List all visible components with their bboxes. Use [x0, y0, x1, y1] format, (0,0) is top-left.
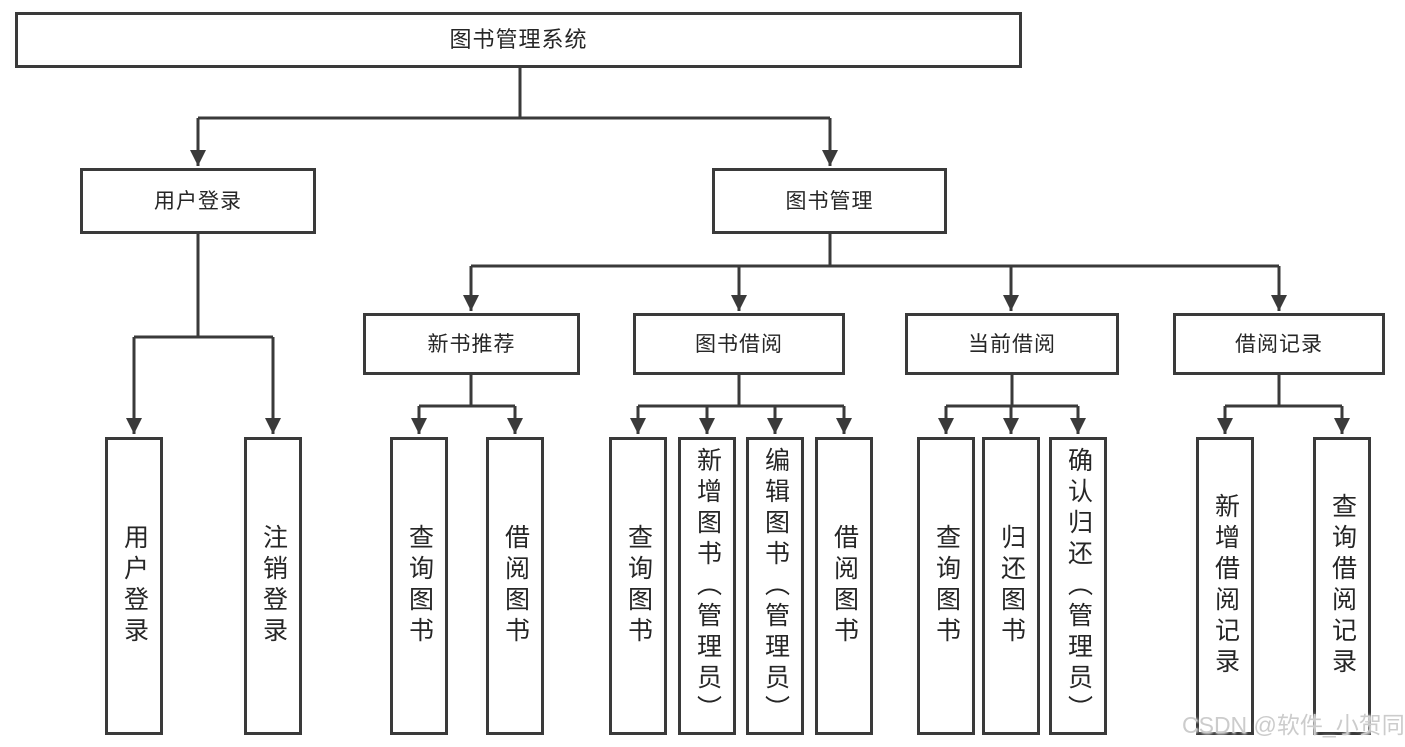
node-leaf-cb-confirm-return-label: 确认归还（管理员） [1064, 446, 1093, 726]
node-new-book-recommend: 新书推荐 [363, 313, 580, 375]
node-leaf-cb-query-books: 查询图书 [917, 437, 975, 735]
node-new-book-recommend-label: 新书推荐 [427, 332, 516, 356]
node-leaf-bb-borrow-books: 借阅图书 [815, 437, 873, 735]
connector-user-login-stem [134, 234, 273, 339]
connector-new-book-recommend-stem [419, 375, 515, 408]
node-leaf-nbr-borrow-books-label: 借阅图书 [501, 524, 530, 648]
node-borrow-records: 借阅记录 [1173, 313, 1385, 375]
connector-current-borrow-stem [946, 375, 1078, 408]
node-book-borrow: 图书借阅 [633, 313, 845, 375]
node-leaf-bb-edit-books-label: 编辑图书（管理员） [761, 446, 790, 726]
node-leaf-nbr-query-books: 查询图书 [390, 437, 448, 735]
node-leaf-nbr-borrow-books: 借阅图书 [486, 437, 544, 735]
node-leaf-br-add-record: 新增借阅记录 [1196, 437, 1254, 735]
node-leaf-cb-confirm-return: 确认归还（管理员） [1049, 437, 1107, 735]
node-leaf-logout-label: 注销登录 [259, 524, 288, 648]
node-root-label: 图书管理系统 [449, 27, 588, 52]
node-book-borrow-label: 图书借阅 [695, 332, 783, 356]
node-leaf-br-query-record-label: 查询借阅记录 [1328, 493, 1357, 679]
node-leaf-bb-add-books-label: 新增图书（管理员） [693, 446, 722, 726]
node-book-management-label: 图书管理 [785, 189, 874, 213]
node-leaf-nbr-query-books-label: 查询图书 [405, 524, 434, 648]
node-leaf-cb-return-books-label: 归还图书 [997, 524, 1026, 648]
node-leaf-bb-query-books-label: 查询图书 [624, 524, 653, 648]
node-leaf-cb-return-books: 归还图书 [982, 437, 1040, 735]
node-leaf-br-query-record: 查询借阅记录 [1313, 437, 1371, 735]
node-leaf-user-login-label: 用户登录 [120, 524, 149, 648]
node-current-borrow-label: 当前借阅 [968, 332, 1056, 356]
node-leaf-bb-edit-books: 编辑图书（管理员） [746, 437, 804, 735]
connector-root-stem [198, 68, 830, 120]
node-leaf-logout: 注销登录 [244, 437, 302, 735]
node-borrow-records-label: 借阅记录 [1235, 332, 1323, 356]
node-leaf-user-login: 用户登录 [105, 437, 163, 735]
node-book-management: 图书管理 [712, 168, 947, 234]
node-root: 图书管理系统 [15, 12, 1022, 68]
watermark: CSDN @软件_小贺同学 [1182, 712, 1405, 738]
node-leaf-bb-borrow-books-label: 借阅图书 [830, 524, 859, 648]
node-user-login: 用户登录 [80, 168, 316, 234]
node-leaf-cb-query-books-label: 查询图书 [932, 524, 961, 648]
node-leaf-bb-add-books: 新增图书（管理员） [678, 437, 736, 735]
connector-book-management-stem [471, 234, 1279, 268]
node-current-borrow: 当前借阅 [905, 313, 1119, 375]
node-user-login-label: 用户登录 [154, 189, 242, 213]
connector-borrow-records-stem [1225, 375, 1342, 408]
node-leaf-br-add-record-label: 新增借阅记录 [1211, 493, 1240, 679]
connector-book-borrow-stem [638, 375, 844, 408]
node-leaf-bb-query-books: 查询图书 [609, 437, 667, 735]
